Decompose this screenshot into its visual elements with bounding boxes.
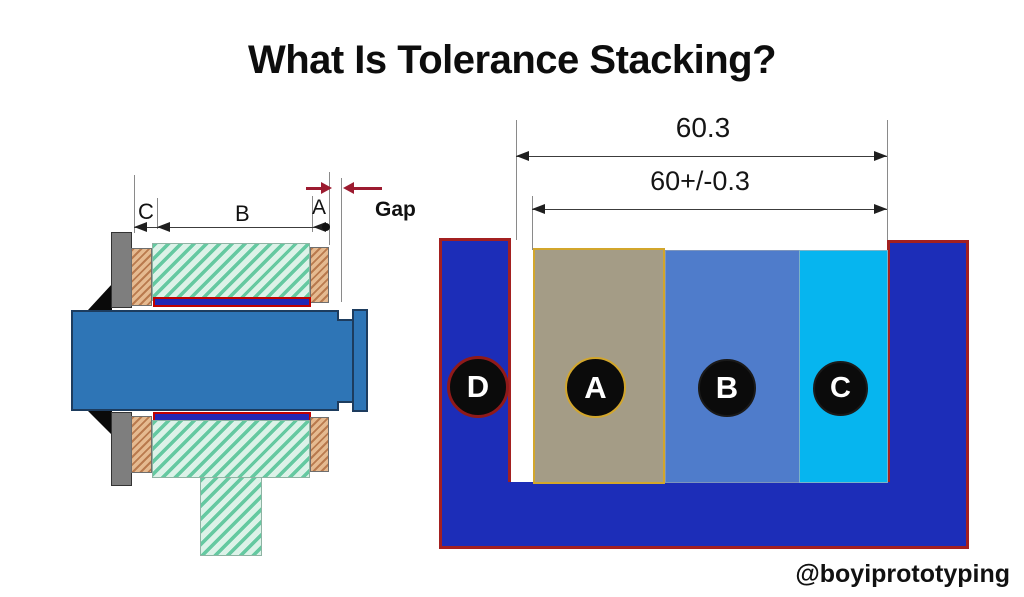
- housing-top: [152, 243, 310, 301]
- gap-arrow-shaft: [306, 187, 321, 190]
- flange-top: [111, 232, 132, 308]
- housing-bottom: [152, 420, 310, 478]
- dimension-arrow: [532, 204, 545, 214]
- circle-c: C: [813, 361, 868, 416]
- circle-a: A: [565, 357, 626, 418]
- housing-stem: [200, 477, 262, 556]
- circle-d-label: D: [466, 369, 490, 404]
- dim-label-a: A: [312, 196, 327, 219]
- dimension-line: [516, 156, 887, 157]
- dim-label-c: C: [138, 199, 154, 224]
- gap-label: Gap: [375, 198, 416, 221]
- dimension-arrow: [874, 204, 887, 214]
- dimension-arrow: [874, 151, 887, 161]
- dim-value-nominal: 60+/-0.3: [650, 166, 750, 196]
- dimension-line: [532, 209, 887, 210]
- page-title: What Is Tolerance Stacking?: [247, 38, 777, 82]
- dim-value-max: 60.3: [675, 112, 731, 143]
- bushing-top-right: [310, 247, 329, 303]
- extension-line: [312, 196, 313, 232]
- shaft-body: [71, 310, 339, 411]
- extension-line: [887, 120, 888, 240]
- dim-label-b: B: [235, 201, 250, 226]
- weld-triangle-bottom: [88, 411, 112, 435]
- dimension-line: [134, 227, 327, 228]
- circle-c-label: C: [830, 372, 851, 404]
- watermark: @boyiprototyping: [795, 560, 1010, 588]
- dimension-arrow: [134, 222, 147, 232]
- extension-line: [341, 178, 342, 302]
- flange-bottom: [111, 412, 132, 486]
- dimension-endpoint-dot: [322, 223, 330, 231]
- circle-a-label: A: [584, 369, 607, 405]
- bushing-top-left: [131, 248, 152, 306]
- extension-line: [532, 196, 533, 250]
- extension-line: [134, 175, 135, 233]
- extension-line: [157, 198, 158, 229]
- dimension-arrow: [516, 151, 529, 161]
- gap-arrow-left-icon: [343, 182, 354, 194]
- bushing-bottom-right: [310, 417, 329, 472]
- circle-b: B: [698, 359, 756, 417]
- extension-line: [329, 172, 330, 245]
- bearing-race-top: [153, 297, 311, 307]
- dimension-arrow: [157, 222, 170, 232]
- circle-b-label: B: [715, 370, 739, 405]
- shaft-end-cap: [352, 309, 368, 412]
- weld-triangle-top: [88, 284, 112, 310]
- bushing-bottom-left: [131, 416, 152, 473]
- gap-arrow-shaft: [354, 187, 382, 190]
- gap-arrow-right-icon: [321, 182, 332, 194]
- extension-line: [516, 120, 517, 240]
- dimension-arrow: [313, 222, 326, 232]
- circle-d: D: [447, 356, 509, 418]
